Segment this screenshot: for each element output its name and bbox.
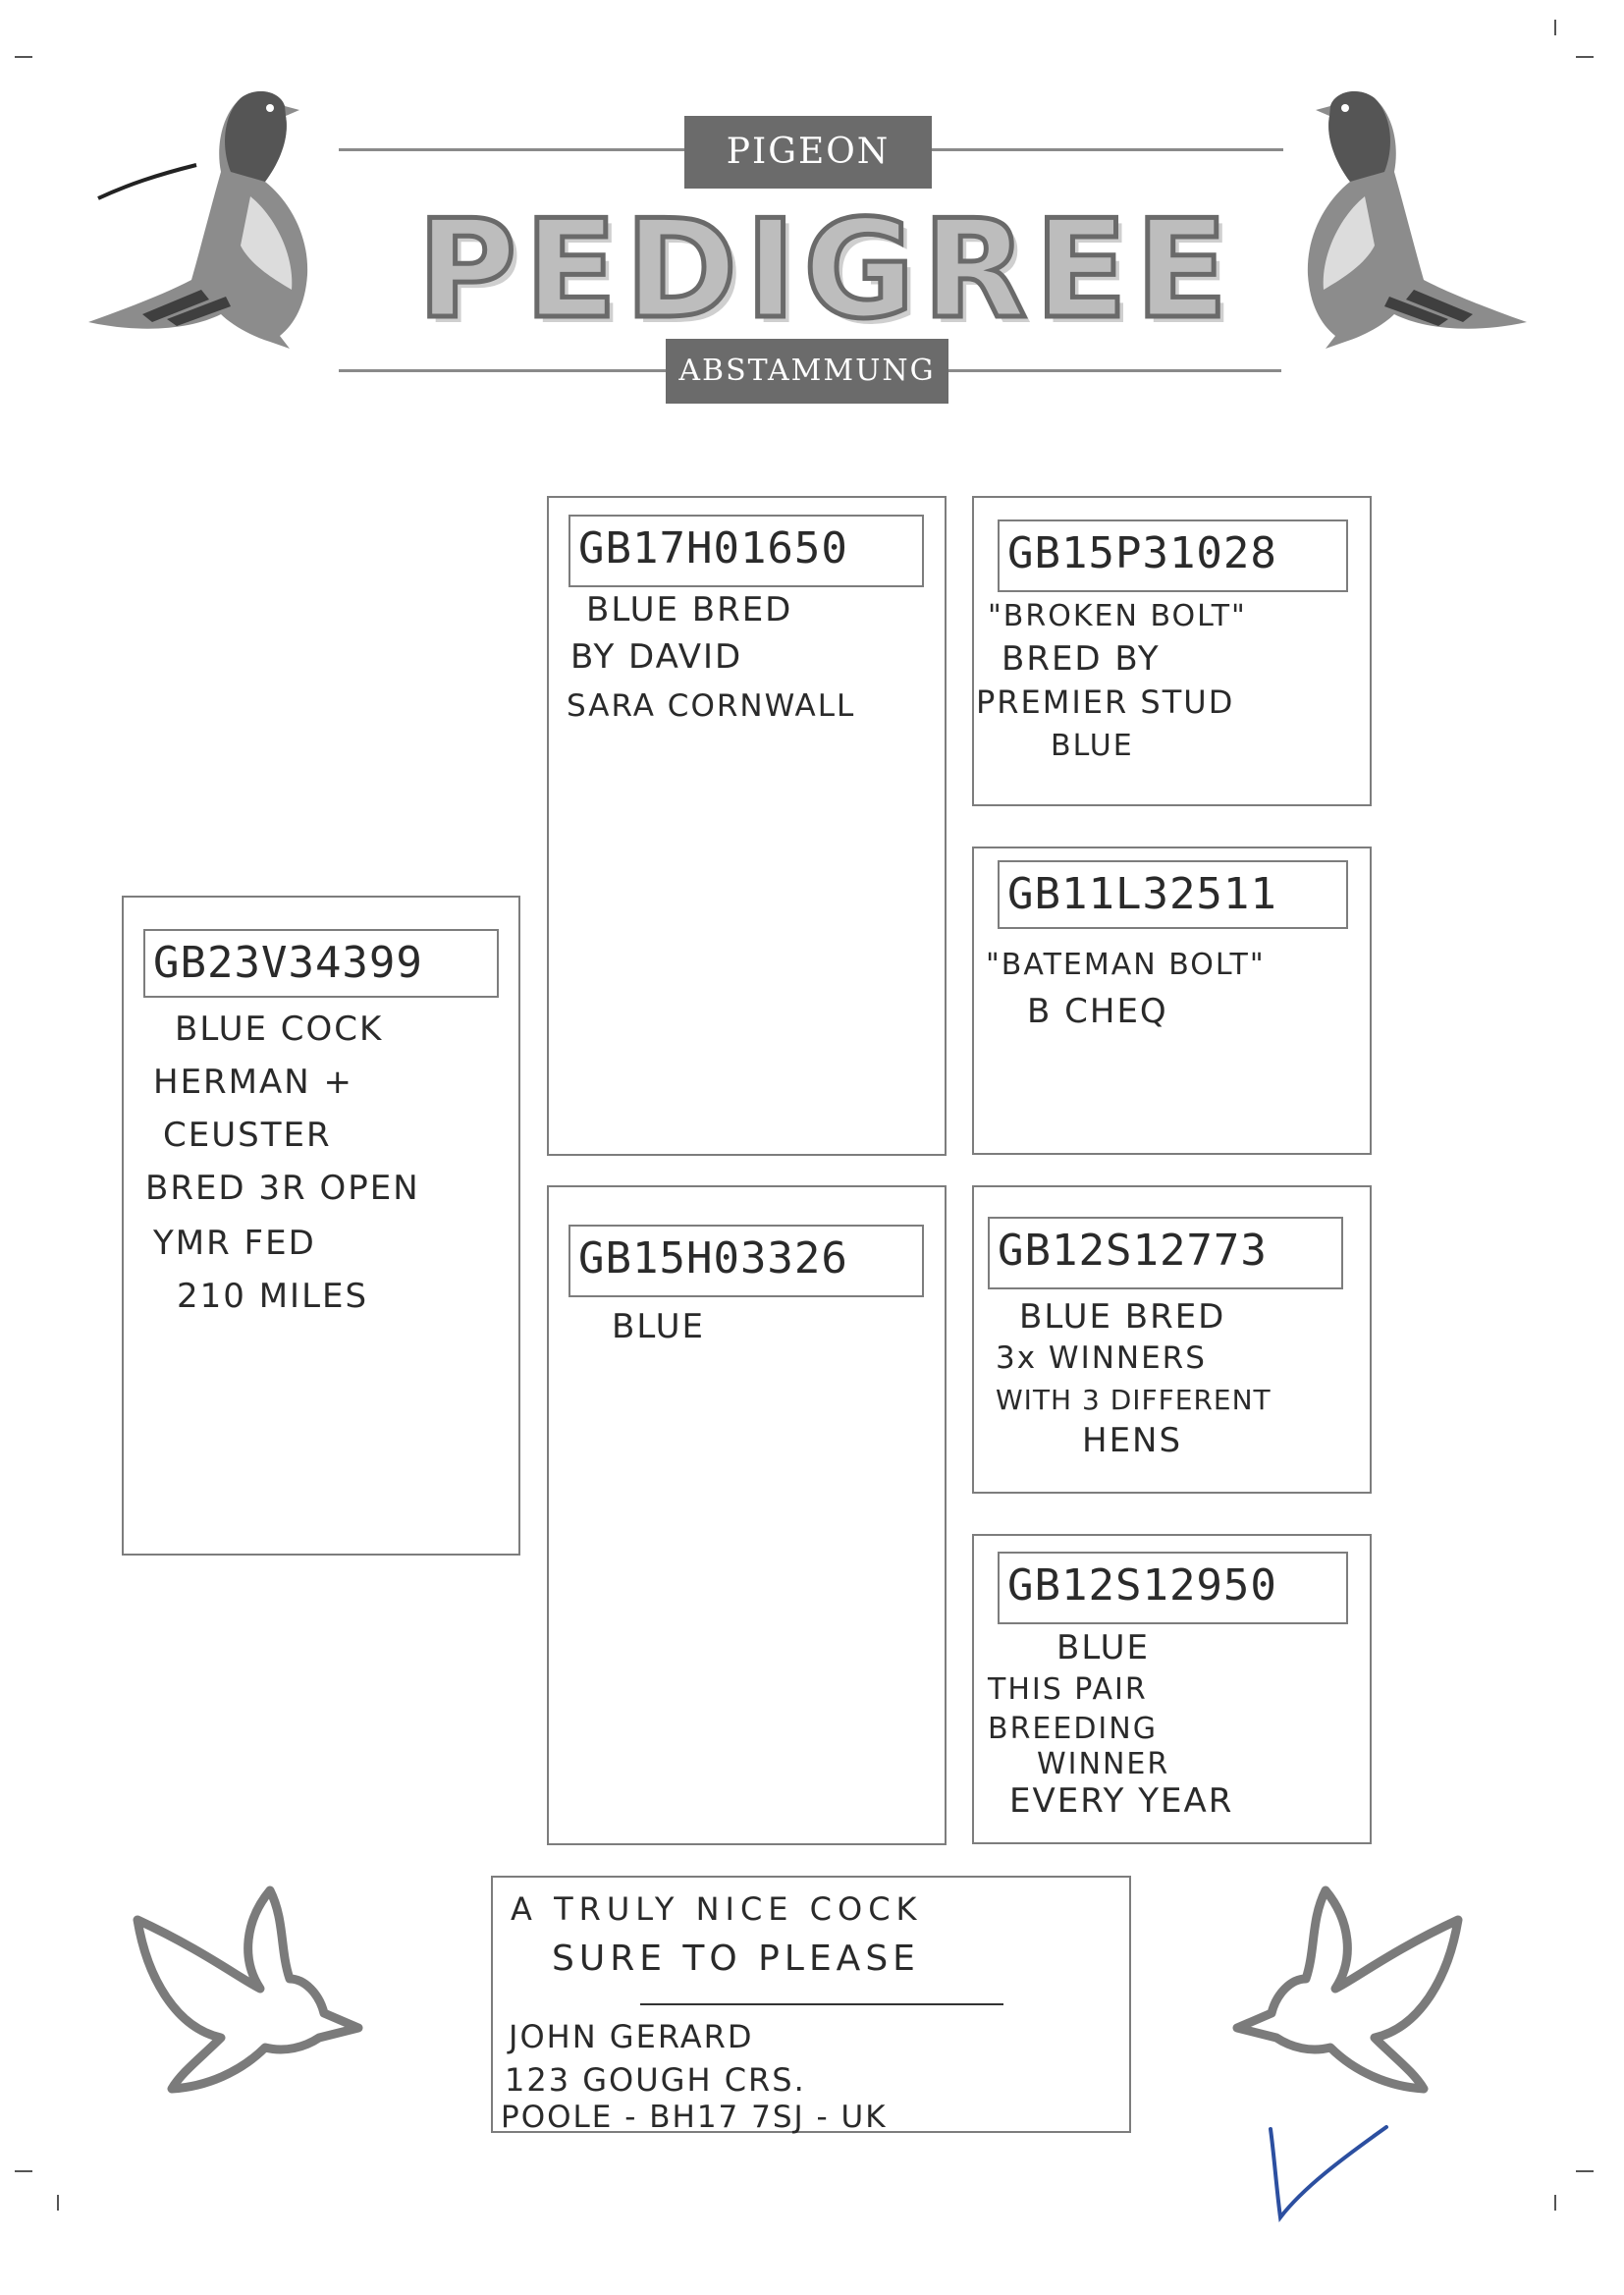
header-bottom-label: ABSTAMMUNG [666, 339, 948, 404]
bird-note: HENS [1082, 1421, 1183, 1460]
subject-bird-box: GB23V34399 BLUE COCK HERMAN + CEUSTER BR… [122, 896, 520, 1556]
bird-note: 3x WINNERS [996, 1340, 1207, 1376]
bird-note: BLUE BRED [1019, 1297, 1226, 1337]
pigeon-icon [1307, 91, 1527, 349]
bird-note: YMR FED [153, 1224, 316, 1263]
pigeon-icon [88, 91, 308, 349]
bird-note: BY DAVID [570, 637, 743, 677]
bird-note: BRED BY [1001, 639, 1161, 679]
sire-box: GB17H01650 BLUE BRED BY DAVID SARA CORNW… [547, 496, 947, 1156]
crop-mark [15, 2170, 32, 2172]
bird-note: BLUE BRED [586, 590, 793, 629]
ring-number: GB15P31028 [998, 519, 1348, 592]
bird-note: HERMAN + [153, 1063, 353, 1102]
bird-note: 210 MILES [177, 1277, 369, 1316]
bird-note: EVERY YEAR [1009, 1781, 1234, 1821]
sire-dam-box: GB11L32511 "BATEMAN BOLT" B CHEQ [972, 847, 1372, 1155]
signature-line [640, 2003, 1003, 2005]
crop-mark [1554, 2195, 1556, 2211]
bird-note: BRED 3R OPEN [145, 1169, 420, 1208]
bird-note: "BATEMAN BOLT" [986, 948, 1266, 982]
bird-note: WINNER [1037, 1747, 1170, 1781]
breeder-address: 123 GOUGH CRS. [505, 2061, 806, 2099]
header-rule-top-right [930, 148, 1283, 151]
bird-note: SARA CORNWALL [567, 688, 856, 724]
ring-number: GB12S12950 [998, 1552, 1348, 1624]
crop-mark [1554, 20, 1556, 35]
remark-line: A TRULY NICE COCK [511, 1890, 923, 1928]
remarks-box: A TRULY NICE COCK SURE TO PLEASE JOHN GE… [491, 1876, 1131, 2135]
crop-mark [15, 56, 32, 58]
header-rule-bottom-right [947, 369, 1281, 372]
ring-number: GB23V34399 [143, 929, 499, 998]
crop-mark [1576, 2170, 1594, 2172]
breeder-name: JOHN GERARD [509, 2018, 754, 2055]
ring-number: GB15H03326 [568, 1225, 924, 1297]
dam-sire-box: GB12S12773 BLUE BRED 3x WINNERS WITH 3 D… [972, 1185, 1372, 1494]
dove-outline-icon [133, 1885, 363, 2094]
checkmark-icon [1269, 2125, 1388, 2223]
header-rule-bottom-left [339, 369, 668, 372]
bird-note: BLUE COCK [175, 1010, 384, 1049]
bird-note: BLUE [1051, 729, 1134, 763]
dam-box: GB15H03326 BLUE [547, 1185, 947, 1845]
crop-mark [1576, 56, 1594, 58]
remark-line: SURE TO PLEASE [552, 1939, 920, 1979]
bird-note: BLUE [612, 1307, 705, 1346]
pen-stroke [97, 163, 197, 200]
bird-note: BLUE [1056, 1628, 1150, 1667]
bird-note: PREMIER STUD [976, 683, 1235, 721]
dove-outline-icon [1232, 1885, 1463, 2094]
page-title: PEDIGREE [415, 191, 1236, 349]
bird-note: BREEDING [988, 1712, 1158, 1746]
bird-note: "BROKEN BOLT" [988, 599, 1247, 633]
ring-number: GB17H01650 [568, 515, 924, 587]
crop-mark [57, 2195, 59, 2211]
bird-note: WITH 3 DIFFERENT [996, 1384, 1272, 1416]
sire-sire-box: GB15P31028 "BROKEN BOLT" BRED BY PREMIER… [972, 496, 1372, 806]
bird-note: CEUSTER [163, 1116, 332, 1155]
header-top-label: PIGEON [684, 116, 932, 189]
header-rule-top-left [339, 148, 687, 151]
ring-number: GB12S12773 [988, 1217, 1343, 1289]
ring-number: GB11L32511 [998, 860, 1348, 929]
bird-note: B CHEQ [1027, 992, 1168, 1031]
bird-note: THIS PAIR [988, 1672, 1148, 1707]
dam-dam-box: GB12S12950 BLUE THIS PAIR BREEDING WINNE… [972, 1534, 1372, 1844]
breeder-city: POOLE - BH17 7SJ - UK [501, 2100, 888, 2135]
